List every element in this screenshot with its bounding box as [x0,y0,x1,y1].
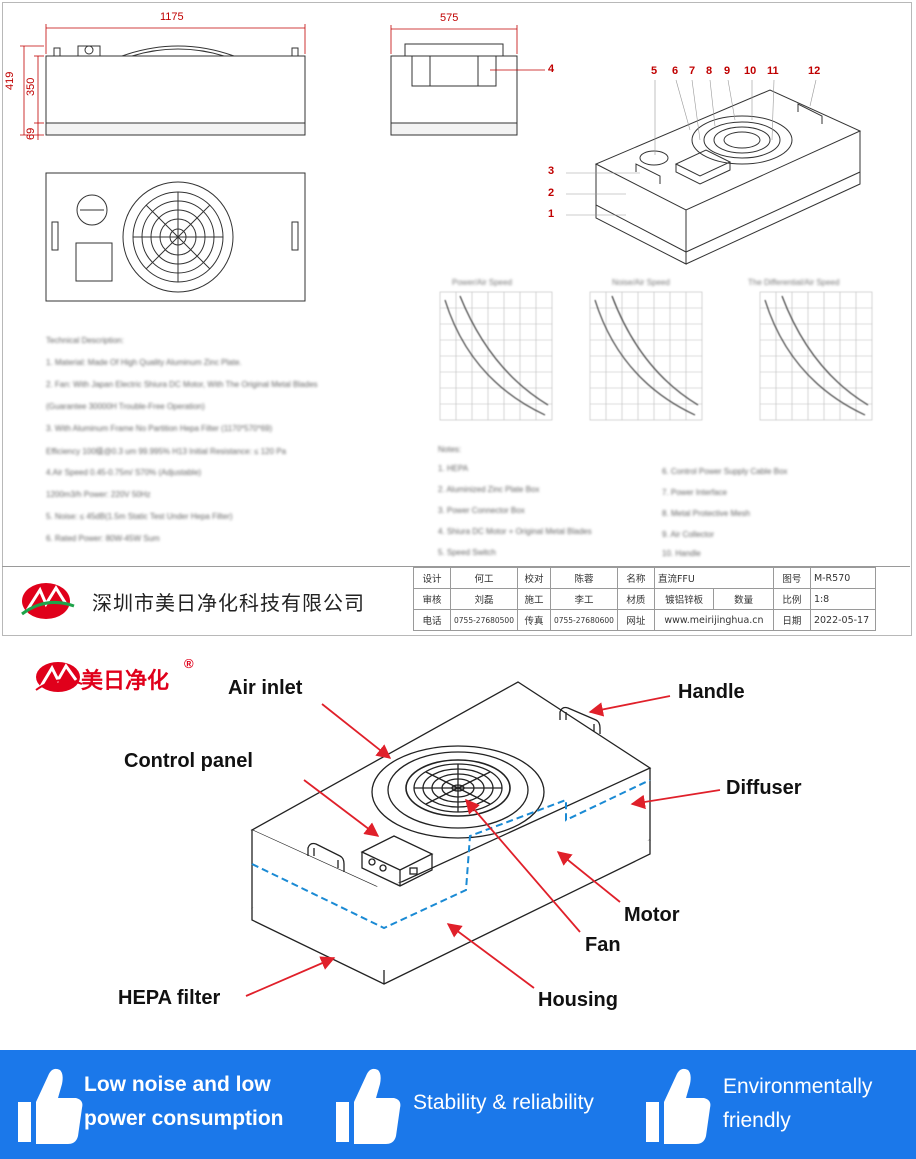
brand-registered-mark: ® [184,656,194,671]
tech-line: 4.Air Speed 0.45-0.75m/ S70% (Adjustable… [46,468,202,477]
callout-4: 4 [548,63,555,75]
note-item: 6. Control Power Supply Cable Box [662,467,788,476]
thumbs-up-icon [646,1068,711,1144]
chart-title: The Differential/Air Speed [748,278,840,287]
feature-banner [0,1050,916,1159]
chart-title: Power/Air Speed [452,278,513,287]
note-item: 5. Speed Switch [438,548,496,557]
chart-title: Noise/Air Speed [612,278,670,287]
callout-5: 5 [651,65,658,77]
tb-cell: 设计 [413,567,451,589]
tech-title: Technical Description: [46,336,124,345]
dim-height-filter: 69 [25,127,37,140]
callout-7: 7 [689,65,696,77]
tech-line: (Guarantee 30000H Trouble-Free Operation… [46,402,205,411]
title-block-table: 设计 何工 校对 陈蓉 名称 直流FFU 图号 M-R570 审核 刘磊 施工 … [413,567,876,631]
note-item: 3. Power Connector Box [438,506,525,515]
thumbs-up-icons [18,1068,711,1144]
tb-cell: 电话 [413,609,451,631]
tb-cell: M-R570 [809,567,876,589]
tb-cell: 直流FFU [653,567,774,589]
dim-width-front: 1175 [160,11,184,23]
company-logo-small [21,583,75,619]
tech-line: Efficiency 100级@0.3 um 99.995% H13 Initi… [46,447,287,456]
tech-line: 6. Rated Power: 80W-45W Sum [46,534,160,543]
label-air-inlet: Air inlet [228,677,303,699]
callout-12: 12 [808,65,821,77]
label-handle: Handle [678,681,745,703]
feature-1-line2: power consumption [84,1107,284,1130]
notes-title: Notes: [438,445,462,454]
tb-cell: 1:8 [809,588,876,610]
tb-cell: 校对 [516,567,551,589]
tb-cell: 传真 [516,609,551,631]
feature-1-line1: Low noise and low [84,1073,271,1096]
tb-cell: 2022-05-17 [809,609,876,631]
callout-8: 8 [706,65,713,77]
note-item: 9. Air Collector [662,530,715,539]
dim-height-total: 419 [4,71,16,90]
note-item: 8. Metal Protective Mesh [662,509,751,518]
tb-cell: 图号 [772,567,811,589]
tech-line: 1200m3/h Power: 220V 50Hz [46,490,151,499]
tb-cell: 刘磊 [450,588,518,610]
thumbs-up-icon [336,1068,401,1144]
label-motor: Motor [624,904,680,926]
company-name: 深圳市美日净化科技有限公司 [92,591,365,615]
tb-cell: 日期 [772,609,811,631]
label-housing: Housing [538,989,618,1011]
tb-cell: 网址 [616,609,655,631]
tb-cell: 0755-27680600 [549,609,618,631]
dim-height-box: 350 [25,77,37,96]
feature-3-line2: friendly [723,1109,791,1132]
label-diffuser: Diffuser [726,777,802,799]
label-hepa-filter: HEPA filter [118,987,221,1009]
callout-10: 10 [744,65,757,77]
tb-cell: 陈蓉 [549,567,618,589]
callout-3: 3 [548,165,555,177]
tb-cell: 比例 [772,588,811,610]
feature-2-line1: Stability & reliability [413,1091,594,1114]
tech-line: 5. Noise: ≤ 45dB(1.5m Static Test Under … [46,512,233,521]
dim-width-side: 575 [440,12,459,24]
drawing-sheet [2,2,912,636]
tb-cell: 镀铝锌板 [653,588,715,610]
tb-cell: www.meirijinghua.cn [653,609,774,631]
tb-cell: 审核 [413,588,451,610]
tech-line: 2. Fan: With Japan Electric Shiura DC Mo… [46,380,318,389]
tb-cell: 0755-27680500 [450,609,518,631]
callout-11: 11 [767,65,779,77]
callout-1: 1 [548,208,555,220]
callout-9: 9 [724,65,731,77]
tech-line: 3. With Aluminum Frame No Partition Hepa… [46,424,273,433]
thumbs-up-icon [18,1068,83,1144]
tech-line: 1. Material: Made Of High Quality Alumin… [46,358,242,367]
title-block [2,566,910,634]
label-control-panel: Control panel [124,750,253,772]
note-item: 2. Aluminized Zinc Plate Box [438,485,540,494]
brand-name: 美日净化 [81,669,170,694]
note-item: 1. HEPA [438,464,469,473]
ffu-diagram [35,662,721,997]
label-fan: Fan [585,934,621,956]
tb-cell: 李工 [549,588,618,610]
tb-cell: 名称 [616,567,655,589]
tb-cell: 施工 [516,588,551,610]
drawing-views [20,24,873,619]
brand-logo [35,662,83,692]
tb-cell: 材质 [616,588,655,610]
tb-cell: 何工 [450,567,518,589]
feature-3-line1: Environmentally [723,1075,873,1098]
callout-2: 2 [548,187,555,199]
note-item: 7. Power Interface [662,488,727,497]
note-item: 4. Shiura DC Motor + Original Metal Blad… [438,527,592,536]
tb-cell: 数量 [713,588,774,610]
note-item: 10. Handle [662,549,701,558]
callout-6: 6 [672,65,679,77]
